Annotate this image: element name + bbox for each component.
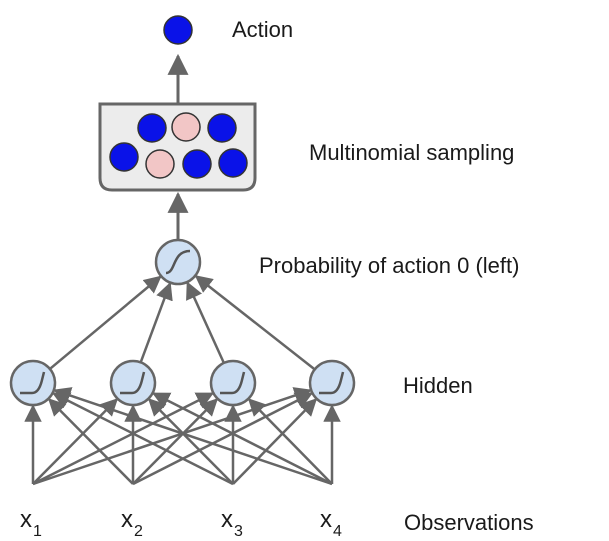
sigmoid-curve-icon (220, 371, 246, 395)
hidden-neuron-2 (109, 359, 157, 407)
input-labels: x1 x2 x3 x4 (20, 506, 342, 540)
edge-input-1-hidden-3 (32, 392, 215, 486)
sampling-ball-pink (145, 149, 175, 179)
sigmoid-curve-icon (20, 371, 46, 395)
probability-label: Probability of action 0 (left) (259, 253, 519, 278)
sampling-label: Multinomial sampling (309, 140, 514, 165)
hidden-neuron-3 (209, 359, 257, 407)
action-ball (163, 15, 193, 45)
edge-input-2-hidden-4 (132, 392, 314, 486)
edge-input-4-hidden-3 (247, 398, 333, 485)
sigmoid-curve-icon (120, 371, 146, 395)
edge-input-2-hidden-1 (47, 398, 134, 485)
sigmoid-curve-icon (165, 249, 191, 275)
edge-hidden-3-output (186, 281, 226, 364)
observations-label: Observations (404, 510, 534, 535)
edge-input-3-hidden-2 (147, 398, 234, 485)
edge-input-3-hidden-1 (51, 392, 234, 486)
edge-input-4-hidden-1 (53, 387, 333, 486)
sampling-ball-blue (182, 149, 212, 179)
sampling-ball-pink (171, 112, 201, 142)
edge-input-2-hidden-3 (132, 398, 219, 485)
sampling-ball-blue (207, 113, 237, 143)
edge-hidden-2-output (139, 281, 173, 363)
hidden-neuron-1 (9, 359, 57, 407)
hidden-output-connections (49, 275, 316, 371)
action-label: Action (232, 17, 293, 42)
input-hidden-connections (24, 387, 341, 486)
edge-hidden-1-output (49, 275, 162, 370)
input-label-1: x1 (20, 506, 42, 540)
sampling-balls (109, 112, 248, 179)
input-label-3: x3 (221, 506, 243, 540)
edge-input-1-hidden-2 (32, 398, 119, 485)
sampling-ball-blue (137, 113, 167, 143)
sigmoid-curve-icon (319, 371, 345, 395)
edge-input-3-hidden-4 (232, 398, 318, 485)
edge-input-4-hidden-2 (151, 392, 333, 486)
edge-hidden-4-output (194, 275, 316, 371)
hidden-neuron-4 (308, 359, 356, 407)
sampling-ball-blue (218, 148, 248, 178)
output-neuron (154, 238, 202, 286)
input-label-2: x2 (121, 506, 143, 540)
input-label-4: x4 (320, 506, 342, 540)
hidden-label: Hidden (403, 373, 473, 398)
hidden-layer (9, 359, 356, 407)
sampling-ball-blue (109, 142, 139, 172)
